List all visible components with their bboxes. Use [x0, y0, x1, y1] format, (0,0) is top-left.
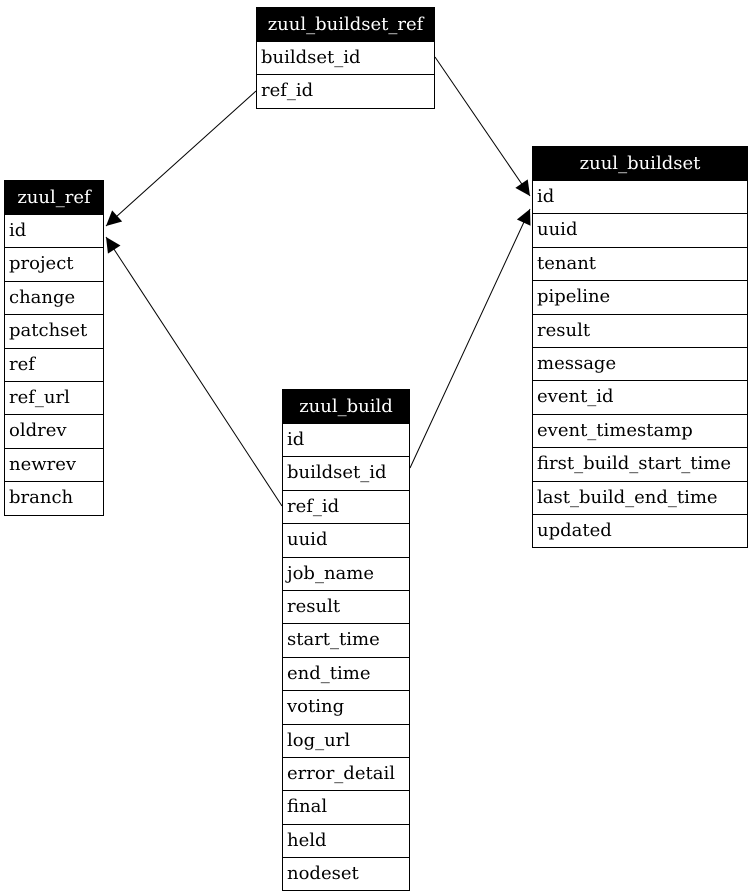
field-zuul_build-error_detail: error_detail [283, 756, 409, 791]
field-zuul_ref-ref_url: ref_url [5, 380, 103, 415]
field-zuul_buildset-pipeline: pipeline [533, 280, 747, 314]
field-zuul_buildset-id: id [533, 180, 747, 214]
field-zuul_ref-id: id [5, 214, 103, 248]
edge-buildset-ref-to-ref [105, 90, 257, 227]
field-zuul_ref-project: project [5, 247, 103, 281]
table-title-zuul_buildset_ref: zuul_buildset_ref [257, 8, 434, 41]
field-zuul_build-id: id [283, 423, 409, 457]
field-zuul_build-log_url: log_url [283, 723, 409, 757]
field-zuul_buildset-last_build_end_time: last_build_end_time [533, 480, 747, 514]
field-zuul_buildset-result: result [533, 313, 747, 347]
table-title-zuul_buildset: zuul_buildset [533, 147, 747, 180]
field-zuul_buildset-uuid: uuid [533, 213, 747, 247]
edge-build-to-buildset [409, 208, 531, 469]
edge-buildset-ref-to-buildset [434, 56, 531, 197]
field-zuul_buildset-event_id: event_id [533, 380, 747, 414]
field-zuul_build-end_time: end_time [283, 656, 409, 691]
field-zuul_build-nodeset: nodeset [283, 857, 409, 891]
field-zuul_buildset-updated: updated [533, 513, 747, 548]
field-zuul_buildset-tenant: tenant [533, 246, 747, 281]
table-title-zuul_ref: zuul_ref [5, 181, 103, 214]
field-zuul_build-voting: voting [283, 690, 409, 724]
field-zuul_buildset_ref-ref_id: ref_id [257, 74, 434, 108]
field-zuul_buildset-event_timestamp: event_timestamp [533, 413, 747, 448]
field-zuul_buildset-message: message [533, 346, 747, 381]
field-zuul_ref-newrev: newrev [5, 447, 103, 482]
field-zuul_ref-patchset: patchset [5, 314, 103, 348]
field-zuul_ref-change: change [5, 280, 103, 315]
field-zuul_build-buildset_id: buildset_id [283, 456, 409, 490]
field-zuul_build-ref_id: ref_id [283, 489, 409, 524]
field-zuul_ref-ref: ref [5, 347, 103, 381]
field-zuul_build-uuid: uuid [283, 523, 409, 557]
table-title-zuul_build: zuul_build [283, 390, 409, 423]
field-zuul_build-job_name: job_name [283, 556, 409, 590]
edge-build-to-ref [105, 236, 283, 507]
field-zuul_buildset_ref-buildset_id: buildset_id [257, 41, 434, 75]
field-zuul_build-result: result [283, 589, 409, 624]
field-zuul_build-start_time: start_time [283, 623, 409, 657]
field-zuul_buildset-first_build_start_time: first_build_start_time [533, 447, 747, 481]
field-zuul_ref-branch: branch [5, 481, 103, 515]
field-zuul_build-final: final [283, 790, 409, 824]
field-zuul_build-held: held [283, 823, 409, 858]
field-zuul_ref-oldrev: oldrev [5, 414, 103, 448]
